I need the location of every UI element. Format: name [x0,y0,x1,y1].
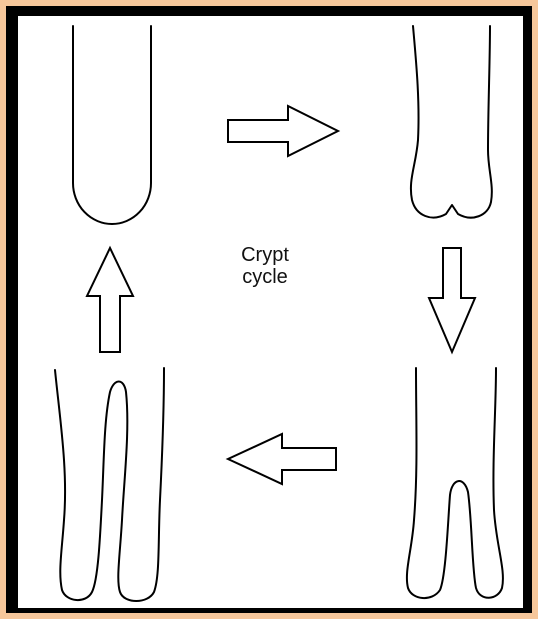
label-line-crypt: Crypt [220,244,310,266]
crypt-bud-shape [411,26,492,218]
crypt-fission-late-shape [55,368,164,601]
up-arrow [87,248,133,352]
right-arrow [228,106,338,156]
down-arrow [429,248,475,352]
left-arrow [228,434,336,484]
crypt-fission-early-shape [407,368,503,598]
crypt-cycle-label: Crypt cycle [220,244,310,288]
crypt-normal-shape [73,26,151,224]
label-line-cycle: cycle [220,266,310,288]
